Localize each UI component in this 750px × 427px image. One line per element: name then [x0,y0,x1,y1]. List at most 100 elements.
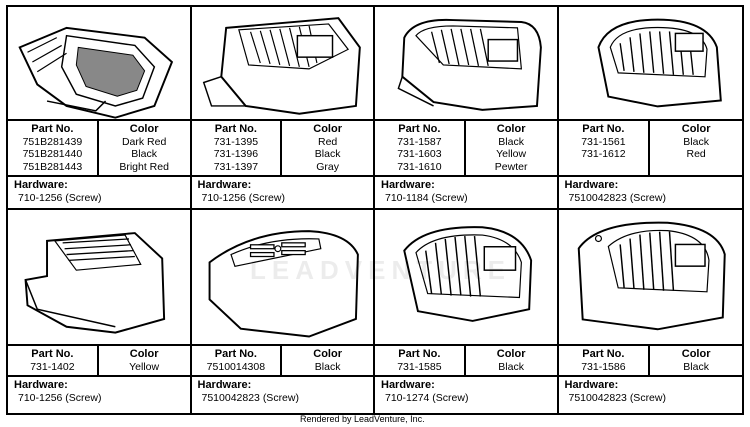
hardware-header: Hardware: [197,179,252,191]
color-value: Red [317,135,338,148]
color-value: Yellow [496,148,527,160]
part-table-1: Part No. 751B281439 751B281440 751B28144… [8,121,190,177]
color-header: Color [681,348,711,360]
color-value: Black [131,148,157,160]
part-info-1: Part No. 751B281439 751B281440 751B28144… [8,119,190,204]
part-cell-3: Part No. 731-1587 731-1603 731-1610 Colo… [375,7,559,210]
color-header: Color [496,123,526,135]
part-number-column: Part No. 751B281439 751B281440 751B28144… [8,121,99,175]
part-number-column: Part No. 731-1395 731-1396 731-1397 [192,121,283,175]
hardware-value: 710-1274 (Screw) [385,391,469,404]
hardware-header: Hardware: [14,179,68,191]
hardware-value: 7510042823 (Screw) [568,391,666,404]
color-value: Bright Red [119,160,169,173]
part-number-header: Part No. [582,123,625,135]
hardware-section: Hardware: 710-1184 (Screw) [375,177,557,204]
color-value: Black [314,148,341,160]
part-table-7: Part No. 731-1585 Color Black [375,346,557,377]
engine-cover-image-5 [8,210,190,344]
part-number: 7510014308 [206,360,266,373]
color-column: Color Dark Red Black Bright Red [99,121,190,175]
part-number: 731-1603 [397,148,442,160]
part-number-header: Part No. [398,348,441,360]
color-value: Black [683,360,709,373]
hardware-value: 710-1256 (Screw) [18,191,102,204]
color-header: Color [129,348,159,360]
part-number-column: Part No. 731-1585 [375,346,466,375]
color-column: Color Yellow [99,346,190,375]
part-table-6: Part No. 7510014308 Color Black [191,346,373,377]
color-value: Black [498,360,524,373]
part-cell-7: Part No. 731-1585 Color Black Hardware: … [375,210,559,413]
part-cell-5: Part No. 731-1402 Color Yellow Hardware:… [8,210,192,413]
color-value: Black [314,360,341,373]
part-number: 731-1396 [213,148,259,160]
engine-cover-image-7 [375,210,557,344]
color-value: Dark Red [121,135,167,148]
hardware-section: Hardware: 710-1274 (Screw) [375,377,557,404]
part-number-column: Part No. 731-1561 731-1612 [559,121,651,175]
color-header: Color [313,123,342,135]
color-value: Black [498,135,524,148]
part-info-7: Part No. 731-1585 Color Black Hardware: … [375,344,557,404]
part-number-column: Part No. 731-1587 731-1603 731-1610 [375,121,466,175]
hardware-section: Hardware: 710-1256 (Screw) [192,177,374,204]
part-info-3: Part No. 731-1587 731-1603 731-1610 Colo… [375,119,557,204]
color-column: Color Black [282,346,373,375]
part-number: 731-1587 [397,135,442,148]
color-header: Color [129,123,159,135]
color-value: Pewter [494,160,528,173]
hardware-header: Hardware: [564,179,619,191]
part-number: 731-1586 [581,360,626,373]
part-number-column: Part No. 731-1586 [559,346,651,375]
hardware-value: 710-1184 (Screw) [385,191,468,204]
part-cell-2: Part No. 731-1395 731-1396 731-1397 Colo… [191,7,375,210]
part-number-header: Part No. [31,123,74,135]
hardware-section: Hardware: 710-1256 (Screw) [8,377,190,404]
part-number: 731-1397 [213,160,259,173]
color-column: Color Black [466,346,557,375]
hardware-section: Hardware: 7510042823 (Screw) [559,177,743,204]
part-number-header: Part No. [214,348,257,360]
engine-cover-image-3 [375,7,557,119]
part-cell-8: Part No. 731-1586 Color Black Hardware: … [558,210,742,413]
color-column: Color Black Yellow Pewter [466,121,557,175]
color-column: Color Black [650,346,742,375]
engine-cover-image-1 [8,7,190,119]
engine-cover-image-2 [192,7,374,119]
hardware-value: 710-1256 (Screw) [201,191,285,204]
hardware-header: Hardware: [197,379,252,391]
hardware-value: 7510042823 (Screw) [201,391,299,404]
part-table-3: Part No. 731-1587 731-1603 731-1610 Colo… [375,121,557,177]
part-info-6: Part No. 7510014308 Color Black Hardware… [191,344,374,404]
color-column: Color Black Red [650,121,742,175]
part-number-column: Part No. 731-1402 [8,346,99,375]
part-cell-4: Part No. 731-1561 731-1612 Color Black R… [558,7,743,210]
part-number [559,161,649,174]
hardware-section: Hardware: 7510042823 (Screw) [192,377,374,404]
color-header: Color [496,348,526,360]
part-number-header: Part No. [31,348,74,360]
part-number-column: Part No. 7510014308 [192,346,283,375]
watermark-logo-text: LEADVENTURE [250,255,512,285]
part-info-4: Part No. 731-1561 731-1612 Color Black R… [558,119,743,204]
hardware-section: Hardware: 710-1256 (Screw) [8,177,190,204]
part-table-2: Part No. 731-1395 731-1396 731-1397 Colo… [191,121,373,177]
hardware-value: 710-1256 (Screw) [18,391,102,404]
color-value: Black [683,135,709,148]
color-value [650,161,742,174]
color-header: Color [681,123,711,135]
part-cell-1: Part No. 751B281439 751B281440 751B28144… [8,7,192,210]
part-info-8: Part No. 731-1586 Color Black Hardware: … [558,344,742,404]
part-number: 731-1585 [397,360,442,373]
color-value: Gray [316,160,339,173]
hardware-header: Hardware: [564,379,619,391]
part-number: 731-1612 [581,148,626,160]
part-number: 731-1402 [30,360,75,373]
color-value: Red [686,148,706,160]
footer-watermark: Rendered by LeadVenture, Inc. [300,414,425,424]
part-number-header: Part No. [398,123,441,135]
part-number-header: Part No. [214,123,257,135]
part-table-4: Part No. 731-1561 731-1612 Color Black R… [558,121,742,177]
part-number: 731-1561 [581,135,626,148]
